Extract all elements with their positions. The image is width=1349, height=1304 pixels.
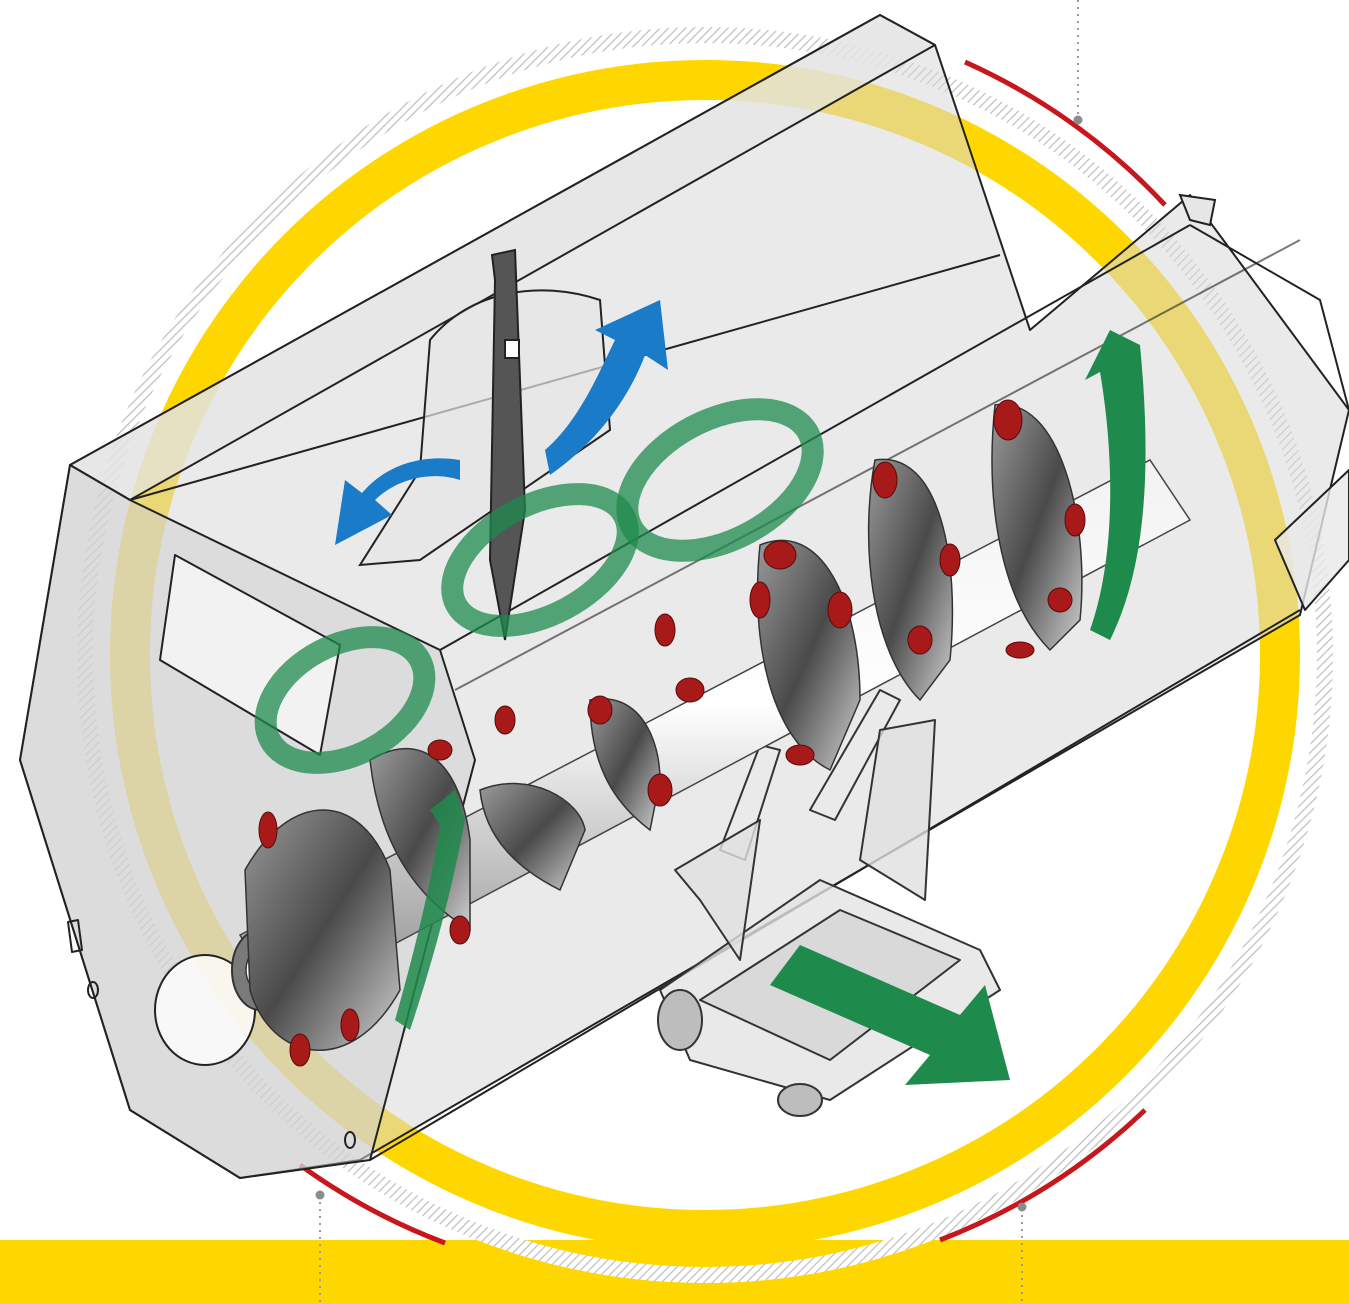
callout-arc-bottom-left: [298, 1162, 446, 1246]
callout-dot: [315, 1190, 325, 1200]
rotation-arrow-icon: [395, 330, 1146, 1030]
callout-arc-bottom-right: [939, 1108, 1147, 1243]
rotation-arrow-icon: [254, 398, 824, 774]
swivel-arrow-icon: [335, 300, 668, 545]
callout-leader-icon: [319, 0, 1079, 1304]
callout-dot: [1017, 1202, 1027, 1212]
callout-arc-top-right: [963, 59, 1167, 207]
swivel-arm: [358, 248, 612, 641]
discharge-arrow-icon: [770, 945, 1010, 1085]
mounting-bracket: [1178, 193, 1217, 227]
callout-dot: [1073, 115, 1083, 125]
auger-flights: [244, 403, 1083, 1051]
knife-icon: [258, 399, 1086, 1067]
